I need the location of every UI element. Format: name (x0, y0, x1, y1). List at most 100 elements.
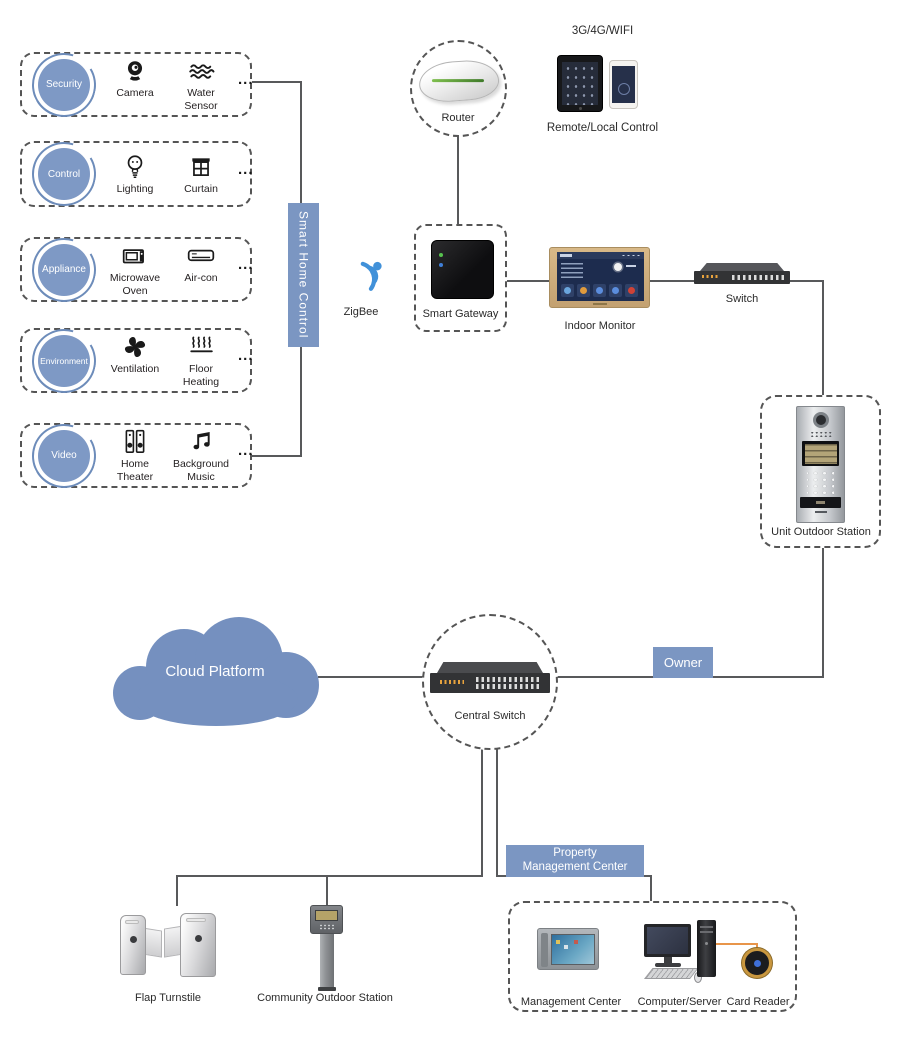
station-pole (320, 934, 334, 988)
community-outdoor-device (310, 905, 344, 995)
connector-line (506, 280, 550, 282)
device-item-label: Air-con (184, 272, 218, 285)
music-note-icon (189, 428, 213, 456)
device-item-camera: Camera (106, 57, 164, 99)
more-dots: ... (238, 347, 254, 364)
sun-icon (614, 263, 622, 271)
remote-control-label: Remote/Local Control (546, 122, 659, 134)
category-badge-security: Security (20, 41, 108, 128)
category-box-appliance: Appliance Microwave Oven Air-con ... (20, 226, 254, 313)
water-waves-icon (187, 57, 215, 85)
led-blue (439, 263, 443, 267)
monitor-app-button (561, 284, 574, 297)
device-item-curtain: Curtain (172, 153, 230, 195)
monitor-status-icons (621, 254, 641, 257)
category-badge-control: Control (20, 130, 108, 218)
light-bulb-icon (122, 153, 148, 181)
category-badge-video: Video (20, 412, 108, 499)
speaker-grille (809, 431, 832, 438)
unit-brand (814, 511, 827, 513)
more-dots: ... (238, 442, 254, 459)
central-switch-label: Central Switch (454, 710, 526, 722)
wireless-label: 3G/4G/WIFI (571, 25, 634, 37)
speaker-towers-icon (122, 428, 148, 456)
card-reader-device (742, 948, 772, 978)
floor-heating-icon (187, 333, 215, 361)
server-tower (697, 920, 716, 977)
device-item-ventilation: Ventilation (106, 333, 164, 375)
led-green (439, 253, 443, 257)
monitor-app-button (609, 284, 622, 297)
connector-line (822, 281, 824, 396)
category-box-security: Security Camera Water Sensor ... (20, 41, 253, 128)
connector-line (252, 81, 302, 83)
device-item-label: Lighting (116, 182, 154, 195)
tablet-home-button (578, 107, 582, 110)
zigbee-icon (344, 250, 390, 298)
device-item-label: Background Music (172, 458, 230, 483)
fan-icon (121, 333, 149, 361)
monitor-app-button (577, 284, 590, 297)
phone-dial (617, 83, 630, 96)
connector-line (326, 875, 328, 908)
device-item-label: Home Theater (116, 458, 154, 483)
connector-line (650, 875, 652, 903)
indoor-monitor-device (549, 247, 650, 308)
router-label: Router (441, 112, 475, 124)
category-label-control: Control (38, 148, 90, 200)
computer-server-label: Computer/Server (637, 996, 722, 1008)
device-item-label: Curtain (184, 182, 218, 195)
smart-gateway-device (431, 240, 494, 299)
connector-line (822, 547, 824, 678)
gateway-label: Smart Gateway (422, 308, 499, 320)
device-item-water-sensor: Water Sensor (172, 57, 230, 112)
monitor-app-button (625, 284, 638, 297)
card-swipe-area (800, 497, 841, 508)
tablet-screen (562, 62, 598, 105)
reader-led (754, 960, 761, 967)
air-conditioner-icon (186, 242, 216, 270)
device-item-label: Microwave Oven (109, 272, 161, 297)
connector-line (176, 875, 483, 877)
switch-label: Switch (725, 293, 759, 305)
phone-device (609, 60, 638, 109)
turnstile-pedestal (120, 915, 146, 975)
indoor-monitor-label: Indoor Monitor (564, 320, 636, 332)
more-dots: ... (238, 256, 254, 273)
connector-line (300, 81, 302, 204)
category-badge-appliance: Appliance (20, 226, 108, 313)
device-item-background-music: Background Music (172, 428, 230, 483)
pmc-line1: Property (553, 847, 597, 860)
device-item-microwave: Microwave Oven (106, 242, 164, 297)
device-item-aircon: Air-con (172, 242, 230, 284)
connector-line (176, 875, 178, 906)
device-item-label: Water Sensor (184, 87, 218, 112)
unit-outdoor-device (796, 406, 845, 523)
device-item-label: Camera (116, 87, 154, 100)
property-management-tag: Property Management Center (506, 845, 644, 877)
keyboard (644, 968, 699, 979)
pmc-line2: Management Center (522, 861, 628, 873)
cloud-platform-label: Cloud Platform (165, 663, 265, 680)
turnstile-pedestal (180, 913, 216, 977)
category-box-control: Control Lighting Curtain ... (20, 130, 253, 218)
connector-line (318, 676, 424, 678)
monitor-app-button (593, 284, 606, 297)
device-item-floor-heating: Floor Heating (172, 333, 230, 388)
monitor-logo (560, 254, 572, 257)
connector-line (300, 346, 302, 457)
smart-home-control-bar: Smart Home Control (288, 203, 319, 347)
station-screen (315, 910, 338, 921)
unit-outdoor-label: Unit Outdoor Station (771, 526, 871, 538)
connector-line (457, 136, 459, 225)
station-keypad (319, 924, 335, 930)
computer-monitor (644, 924, 691, 957)
monitor-brand (592, 303, 607, 305)
category-label-environment: Environment (38, 334, 90, 387)
reader-cable (714, 943, 758, 945)
management-center-device (537, 928, 599, 970)
station-head (310, 905, 343, 934)
mgmt-screen (551, 934, 595, 965)
switch-device (694, 263, 790, 286)
